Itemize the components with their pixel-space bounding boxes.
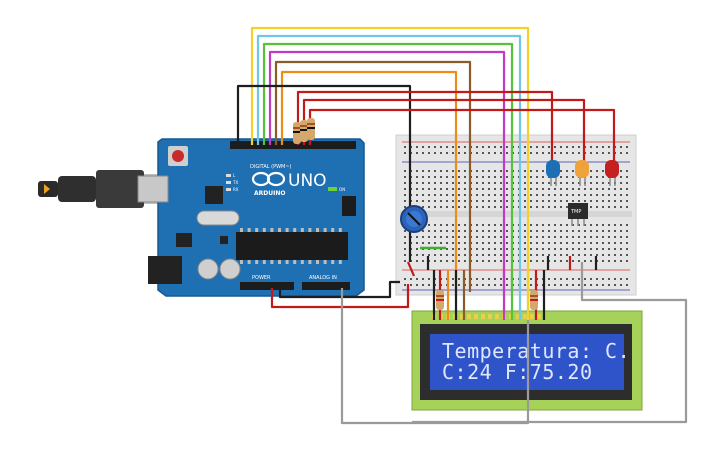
chip-pin bbox=[300, 228, 304, 232]
usb-jack bbox=[137, 175, 169, 203]
chip-pin bbox=[278, 228, 281, 232]
resistor bbox=[293, 122, 301, 144]
chip-pin bbox=[255, 228, 259, 232]
lcd-pin bbox=[488, 314, 492, 319]
on-label: ON bbox=[339, 187, 345, 192]
resistor bbox=[530, 290, 538, 310]
board-brand: ARDUINO bbox=[254, 190, 285, 197]
arduino-board: UNO ARDUINO DIGITAL (PWM~) POWER ANALOG … bbox=[137, 138, 365, 297]
chip-pin bbox=[331, 260, 335, 264]
chip-pin bbox=[262, 228, 266, 232]
digital-label: DIGITAL (PWM~) bbox=[250, 164, 292, 170]
lcd-pin bbox=[474, 314, 478, 319]
lcd-pin bbox=[523, 314, 527, 319]
resistor bbox=[307, 118, 315, 140]
resistor bbox=[300, 120, 308, 142]
chip-pin bbox=[285, 260, 289, 264]
chip-pin bbox=[338, 228, 342, 232]
lcd-pin bbox=[495, 314, 499, 319]
analog-header[interactable] bbox=[302, 282, 350, 290]
lcd-pin bbox=[516, 314, 520, 319]
wires bbox=[236, 26, 688, 425]
power-label: POWER bbox=[252, 275, 271, 281]
temperature-sensor: TMP bbox=[568, 203, 588, 226]
microcontroller-chip bbox=[236, 228, 348, 264]
chip-pin bbox=[247, 228, 251, 232]
chip-pin bbox=[293, 260, 297, 264]
tx-label: TX bbox=[232, 180, 238, 185]
chip-pin bbox=[255, 260, 259, 264]
sensor-label: TMP bbox=[570, 209, 581, 215]
analog-label: ANALOG IN bbox=[309, 275, 337, 281]
lcd-pin bbox=[467, 314, 471, 319]
potentiometer[interactable] bbox=[400, 205, 428, 233]
chip-pin bbox=[293, 228, 297, 232]
led-orange bbox=[575, 160, 589, 186]
chip-pin bbox=[316, 260, 319, 264]
chip-pin bbox=[270, 260, 274, 264]
breadboard bbox=[395, 134, 637, 296]
chip-pin bbox=[240, 228, 243, 232]
resistor bbox=[436, 290, 444, 310]
lcd-pin bbox=[530, 314, 534, 319]
led-red bbox=[605, 160, 619, 186]
lcd-pin bbox=[460, 314, 464, 319]
chip-pin bbox=[270, 228, 274, 232]
chip-pin bbox=[285, 228, 289, 232]
chip-pin bbox=[338, 260, 342, 264]
power-jack bbox=[148, 256, 182, 284]
chip-pin bbox=[300, 260, 304, 264]
resistors bbox=[293, 118, 538, 310]
led-blue bbox=[546, 160, 560, 186]
arduino-logo: UNO ARDUINO bbox=[251, 171, 327, 197]
lcd-line-1: Temperatura: C. bbox=[442, 339, 630, 363]
power-header[interactable] bbox=[240, 282, 294, 290]
chip-pin bbox=[331, 228, 335, 232]
chip-pin bbox=[278, 260, 281, 264]
chip-pin bbox=[323, 228, 327, 232]
rx-label: RX bbox=[233, 187, 239, 192]
chip-pin bbox=[323, 260, 327, 264]
chip-pin bbox=[240, 260, 243, 264]
chip-pin bbox=[316, 228, 319, 232]
lcd-line-2: C:24 F:75.20 bbox=[442, 360, 593, 384]
chip-pin bbox=[262, 260, 266, 264]
lcd-pin bbox=[537, 314, 541, 319]
chip-pin bbox=[247, 260, 251, 264]
board-model: UNO bbox=[288, 171, 327, 191]
lcd-pin bbox=[481, 314, 485, 319]
l-label: L bbox=[233, 173, 236, 178]
digital-header[interactable] bbox=[230, 141, 356, 149]
chip-pin bbox=[308, 260, 312, 264]
chip-pin bbox=[308, 228, 312, 232]
